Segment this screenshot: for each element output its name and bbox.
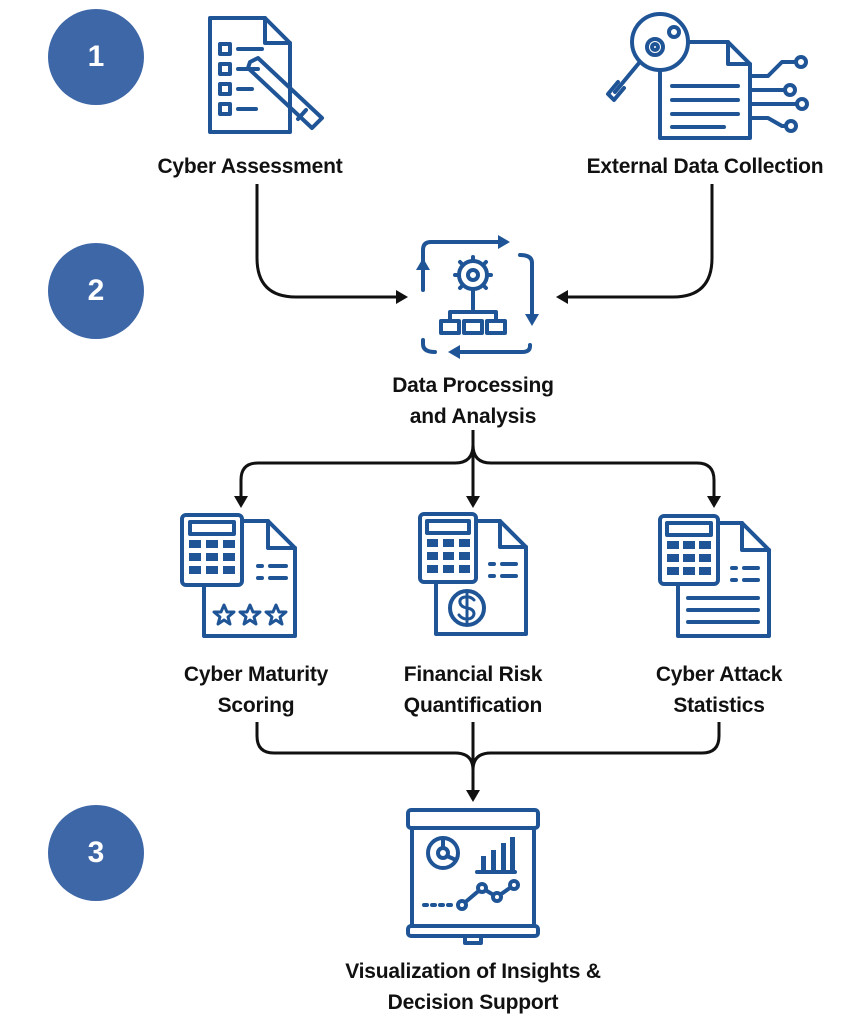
- label-line: Visualization of Insights &: [345, 960, 601, 983]
- connector-processing-split: [239, 430, 716, 496]
- calculator-document-stars-icon: [180, 513, 297, 638]
- arrowhead: [466, 496, 480, 508]
- label-data-processing: Data Processing and Analysis: [392, 370, 554, 432]
- arrowhead: [234, 496, 248, 508]
- label-line: Financial Risk: [403, 663, 543, 686]
- connector-outputs-merge: [255, 722, 721, 790]
- label-cyber-attack-statistics: Cyber Attack Statistics: [655, 659, 783, 721]
- presentation-board-chart-icon: [406, 808, 540, 945]
- connector-assessment-to-processing: [255, 184, 398, 299]
- label-line: Data Processing: [392, 374, 554, 397]
- label-line: and Analysis: [409, 405, 537, 428]
- step-3-badge: 3: [48, 805, 144, 901]
- label-line: Quantification: [403, 694, 543, 717]
- calculator-document-lines-icon: [658, 514, 771, 638]
- arrowhead: [466, 790, 480, 802]
- label-line: Statistics: [673, 694, 765, 717]
- checklist-pencil-icon: [208, 16, 324, 134]
- label-external-data-collection: External Data Collection: [586, 155, 824, 178]
- label-cyber-assessment: Cyber Assessment: [157, 155, 343, 178]
- connectors: [234, 184, 721, 802]
- connector-external-to-processing: [566, 184, 714, 299]
- label-cyber-maturity-scoring: Cyber Maturity Scoring: [184, 659, 328, 721]
- calculator-document-dollar-icon: [418, 512, 528, 636]
- label-line: Cyber Maturity: [183, 663, 329, 686]
- label-visualization-decision-support: Visualization of Insights & Decision Sup…: [345, 956, 601, 1018]
- label-line: Decision Support: [387, 991, 559, 1014]
- arrowhead: [396, 290, 408, 304]
- step-1-badge: 1: [48, 9, 144, 105]
- label-financial-risk-quantification: Financial Risk Quantification: [403, 659, 543, 721]
- label-line: Scoring: [217, 694, 295, 717]
- arrowhead: [707, 496, 721, 508]
- label-line: Cyber Attack: [655, 663, 783, 686]
- magnifier-gears-document-circuit-icon: [606, 12, 809, 140]
- gear-flowchart-cycle-icon: [416, 235, 539, 359]
- step-2-badge: 2: [48, 243, 144, 339]
- arrowhead: [556, 290, 568, 304]
